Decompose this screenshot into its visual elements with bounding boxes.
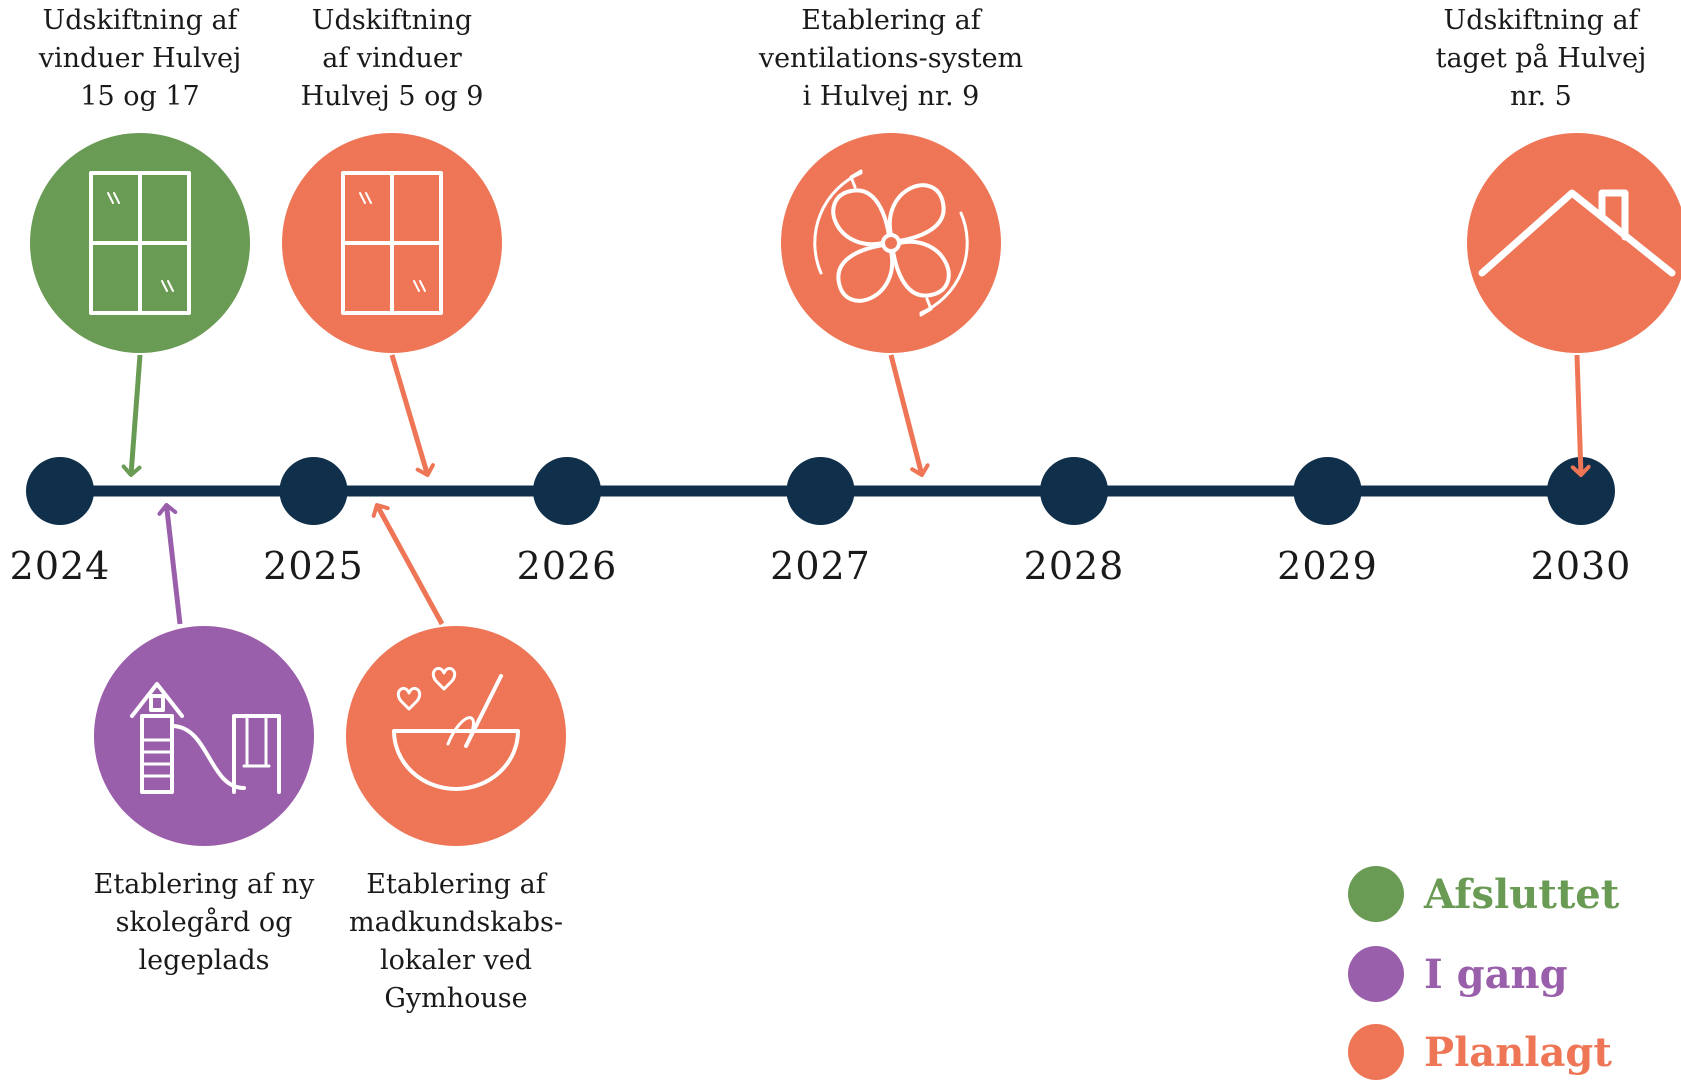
window-icon	[89, 171, 191, 315]
milestone-label-line: ventilations-system	[758, 43, 1024, 74]
milestone-label-line: Gymhouse	[384, 983, 528, 1014]
playground-icon	[130, 682, 281, 794]
milestone-label-line: Etablering af ny	[93, 869, 315, 900]
legend-item-afsluttet: Afsluttet	[1348, 866, 1619, 922]
year-label-2025: 2025	[263, 544, 364, 588]
year-node-2029	[1293, 457, 1362, 525]
milestone-label-line: lokaler ved	[380, 945, 532, 976]
connector-madkundskab-gymhouse	[371, 502, 445, 626]
year-label-2030: 2030	[1530, 544, 1632, 588]
milestone-label-vinduer-hulvej-15-17: Udskiftning af vinduer Hulvej 15 og 17	[0, 2, 280, 116]
year-node-2025	[279, 457, 348, 525]
milestone-label-line: legeplads	[138, 945, 270, 976]
legend-label-planlagt: Planlagt	[1424, 1028, 1612, 1076]
year-label-2026: 2026	[516, 544, 618, 588]
legend-label-i-gang: I gang	[1424, 950, 1568, 998]
year-label-2029: 2029	[1277, 544, 1378, 588]
connector-vinduer-hulvej-5-9	[389, 354, 435, 477]
year-node-2028	[1040, 457, 1108, 525]
milestone-label-skolegaard-legeplads: Etablering af ny skolegård og legeplads	[74, 866, 334, 980]
fan-icon	[813, 169, 969, 317]
milestone-label-line: nr. 5	[1510, 81, 1572, 112]
milestone-label-line: 15 og 17	[80, 81, 200, 112]
year-label-2028: 2028	[1023, 544, 1125, 588]
legend-dot-planlagt	[1348, 1024, 1404, 1080]
baking-bowl-icon	[392, 667, 520, 791]
year-node-2027	[786, 457, 855, 525]
connector-ventilation-hulvej-9	[888, 354, 930, 477]
milestone-label-line: madkundskabs-	[349, 907, 563, 938]
year-node-2030	[1547, 457, 1615, 525]
connector-vinduer-hulvej-15-17	[121, 354, 143, 477]
roof-icon	[1478, 189, 1676, 277]
year-node-2026	[533, 457, 601, 525]
milestone-label-line: Etablering af	[801, 5, 981, 36]
milestone-label-line: Udskiftning af	[42, 5, 238, 36]
milestone-circle-madkundskab-gymhouse	[346, 626, 566, 846]
milestone-label-line: af vinduer	[322, 43, 462, 74]
connector-tag-hulvej-5	[1570, 354, 1591, 477]
milestone-label-line: Udskiftning af	[1443, 5, 1639, 36]
milestone-label-line: Udskiftning	[311, 5, 473, 36]
milestone-label-line: Hulvej 5 og 9	[300, 81, 484, 112]
legend-dot-afsluttet	[1348, 866, 1404, 922]
milestone-label-line: skolegård og	[115, 907, 293, 938]
milestone-label-line: taget på Hulvej	[1435, 43, 1647, 74]
year-label-2024: 2024	[9, 544, 111, 588]
legend-dot-i-gang	[1348, 946, 1404, 1002]
milestone-circle-ventilation-hulvej-9	[781, 133, 1001, 353]
milestone-label-line: vinduer Hulvej	[38, 43, 242, 74]
milestone-label-line: i Hulvej nr. 9	[802, 81, 980, 112]
year-label-2027: 2027	[770, 544, 871, 588]
legend-item-planlagt: Planlagt	[1348, 1024, 1612, 1080]
milestone-label-ventilation-hulvej-9: Etablering af ventilations-system i Hulvej…	[751, 2, 1031, 116]
milestone-label-tag-hulvej-5: Udskiftning af taget på Hulvej nr. 5	[1401, 2, 1681, 116]
year-node-2024	[26, 457, 94, 525]
milestone-label-line: Etablering af	[366, 869, 546, 900]
legend-label-afsluttet: Afsluttet	[1424, 870, 1620, 918]
legend-item-i-gang: I gang	[1348, 946, 1568, 1002]
milestone-circle-tag-hulvej-5	[1467, 133, 1681, 353]
window-icon	[341, 171, 443, 315]
connector-skolegaard-legeplads	[157, 502, 183, 625]
